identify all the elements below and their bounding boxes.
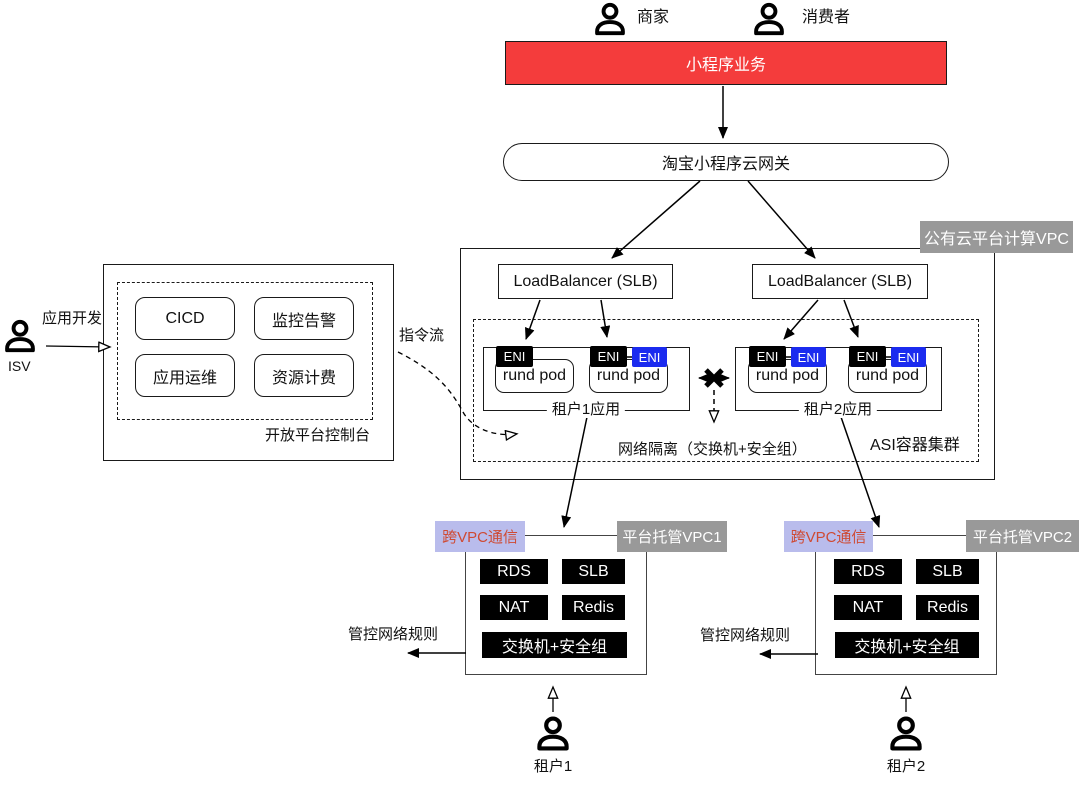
module-monitor-alarm: 监控告警 [254, 297, 354, 340]
vpc2-nat-chip: NAT [834, 595, 902, 620]
merchant-label: 商家 [637, 9, 670, 26]
eni-tag-black: ENI [496, 346, 533, 367]
consumer-label: 消费者 [802, 9, 851, 26]
eni-tag-blue: ENI [891, 347, 926, 367]
tenant1-user-icon [534, 713, 572, 756]
tenant2-label: 租户2 [886, 758, 926, 775]
load-balancer-1-box: LoadBalancer (SLB) [498, 264, 673, 299]
tenant1-label: 租户1 [533, 758, 573, 775]
eni-tag-black: ENI [590, 346, 627, 367]
vpc2-switch-sg-chip: 交换机+安全组 [835, 632, 979, 658]
tenant2-app-label: 租户2应用 [798, 401, 878, 419]
vpc2-slb-chip: SLB [916, 559, 979, 584]
console-title-label: 开放平台控制台 [265, 427, 371, 444]
cross-vpc-badge-1: 跨VPC通信 [435, 521, 525, 552]
vpc1-nat-chip: NAT [480, 595, 548, 620]
command-flow-label: 指令流 [394, 327, 450, 345]
vpc1-rule-label: 管控网络规则 [348, 626, 439, 643]
eni-tag-black: ENI [849, 346, 886, 367]
asi-cluster-label: ASI容器集群 [870, 437, 960, 454]
eni-tag-blue: ENI [791, 347, 826, 367]
vpc1-slb-chip: SLB [562, 559, 625, 584]
tenant1-app-label: 租户1应用 [546, 401, 626, 419]
vpc2-rds-chip: RDS [834, 559, 902, 584]
module-resource-billing: 资源计费 [254, 354, 354, 397]
module-app-ops: 应用运维 [135, 354, 235, 397]
module-cicd: CICD [135, 297, 235, 340]
arrow-gateway-to-lb1 [611, 180, 701, 259]
arrow-gateway-to-lb2 [747, 180, 816, 259]
vpc2-redis-chip: Redis [916, 595, 979, 620]
arrow-isv-to-console [45, 346, 109, 347]
vpc2-rule-label: 管控网络规则 [700, 627, 791, 644]
hosted-vpc1-badge: 平台托管VPC1 [617, 521, 727, 552]
app-dev-flow-label: 应用开发 [42, 310, 103, 327]
compute-vpc-badge: 公有云平台计算VPC [920, 221, 1073, 253]
gateway-box: 淘宝小程序云网关 [503, 143, 949, 181]
vpc1-redis-chip: Redis [562, 595, 625, 620]
eni-tag-blue: ENI [632, 347, 667, 367]
merchant-user-icon [592, 2, 628, 38]
mini-program-business-box: 小程序业务 [505, 41, 947, 85]
tenant2-user-icon [887, 713, 925, 756]
cross-vpc-badge-2: 跨VPC通信 [784, 521, 873, 552]
eni-tag-black: ENI [749, 346, 786, 367]
vpc1-rds-chip: RDS [480, 559, 548, 584]
isv-label: ISV [8, 358, 31, 374]
hosted-vpc2-badge: 平台托管VPC2 [966, 520, 1079, 552]
load-balancer-2-box: LoadBalancer (SLB) [752, 264, 928, 299]
isv-user-icon [2, 318, 38, 356]
consumer-user-icon [751, 2, 787, 38]
network-isolation-label: 网络隔离（交换机+安全组） [618, 441, 807, 458]
vpc1-switch-sg-chip: 交换机+安全组 [482, 632, 627, 658]
